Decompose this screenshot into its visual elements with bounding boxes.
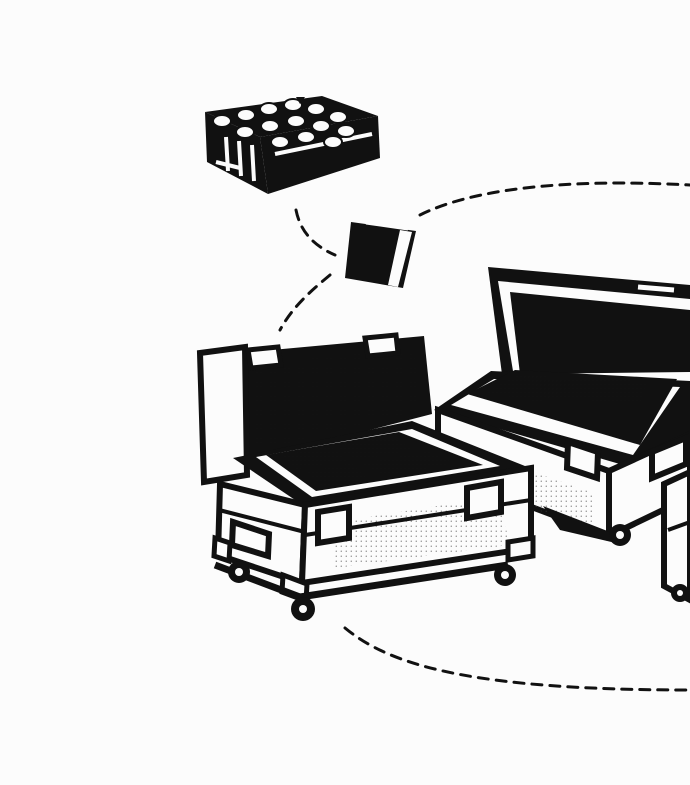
case-block-icon: [345, 221, 416, 288]
dashed-loop-path: [278, 181, 690, 692]
insert-tray-icon: [205, 96, 380, 194]
partial-road-case-right: [661, 468, 690, 604]
open-road-case-back: [434, 267, 690, 546]
open-road-case-front: [196, 332, 536, 621]
